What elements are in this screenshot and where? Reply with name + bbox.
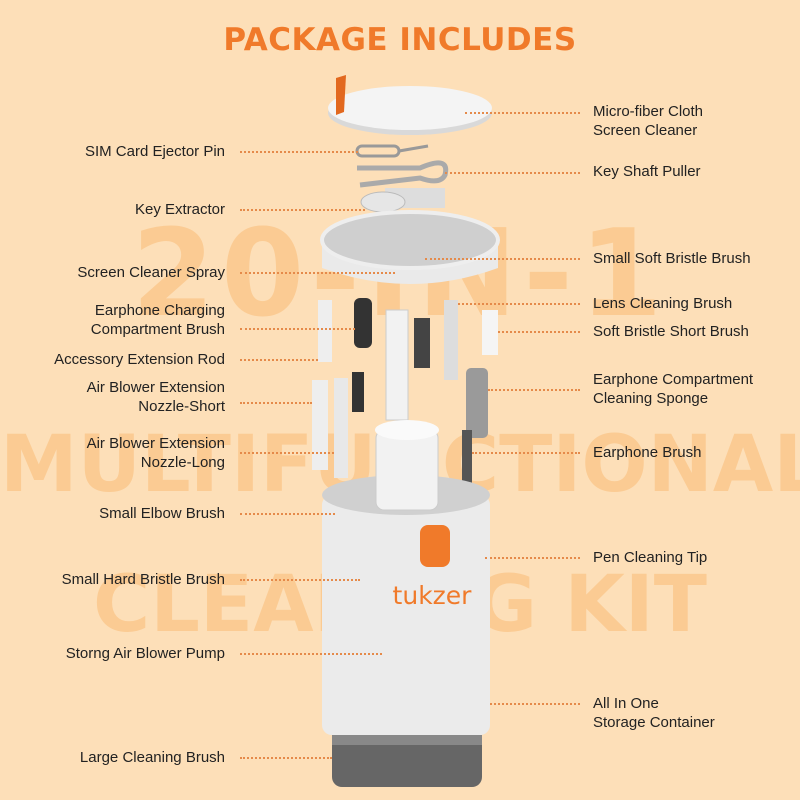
key-shaft-puller [357,160,449,188]
label-lens-cleaning-brush: Lens Cleaning Brush [593,295,733,312]
brand-logo: tukzer [393,581,473,610]
label-key-extractor: Key Extractor [134,201,225,218]
leader-line [240,513,335,515]
label-small-soft-bristle-brush: Small Soft Bristle Brush [593,250,751,267]
leader-line [240,452,334,454]
label-microfiber-cloth: Micro-fiber Cloth Screen Cleaner [593,103,704,139]
leader-line [445,172,580,174]
label-small-hard-bristle-brush: Small Hard Bristle Brush [61,571,225,588]
storage-container: tukzer [322,420,490,735]
tools-cluster [312,298,498,490]
leader-line [240,328,355,330]
lid-and-key-extractor [320,188,500,284]
label-screen-cleaner-spray: Screen Cleaner Spray [77,264,225,281]
leader-line [472,452,580,454]
label-air-blower-nozzle-short: Air Blower Extension Nozzle-Short [86,379,225,415]
leader-line [458,303,580,305]
label-earphone-brush: Earphone Brush [593,444,702,461]
leader-line [240,272,395,274]
page-title: PACKAGE INCLUDES [223,22,577,58]
leader-line [240,359,318,361]
leader-line [240,757,332,759]
leader-line [465,112,580,114]
label-earphone-charging-brush: Earphone Charging Compartment Brush [90,302,225,338]
sim-ejector-pin [355,144,429,158]
leader-line [425,258,580,260]
leader-line [240,653,382,655]
leader-line [498,331,580,333]
label-small-elbow-brush: Small Elbow Brush [99,505,225,522]
label-accessory-extension-rod: Accessory Extension Rod [54,351,225,368]
leader-line [485,557,580,559]
leader-line [490,703,580,705]
label-air-blower-nozzle-long: Air Blower Extension Nozzle-Long [86,435,225,471]
label-soft-bristle-short-brush: Soft Bristle Short Brush [593,323,749,340]
leader-line [240,151,358,153]
label-air-blower-pump: Storng Air Blower Pump [65,645,225,662]
leader-line [240,209,365,211]
label-pen-cleaning-tip: Pen Cleaning Tip [593,549,708,566]
label-earphone-compartment-sponge: Earphone Compartment Cleaning Sponge [593,371,754,407]
label-key-shaft-puller: Key Shaft Puller [593,163,701,180]
label-sim-card-ejector-pin: SIM Card Ejector Pin [84,143,225,160]
large-cleaning-brush [332,735,482,787]
label-storage-container: All In One Storage Container [593,695,715,731]
leader-line [488,389,580,391]
microfiber-cloth [328,75,492,135]
leader-line [240,579,360,581]
label-large-cleaning-brush: Large Cleaning Brush [79,749,225,766]
leader-line [240,402,312,404]
